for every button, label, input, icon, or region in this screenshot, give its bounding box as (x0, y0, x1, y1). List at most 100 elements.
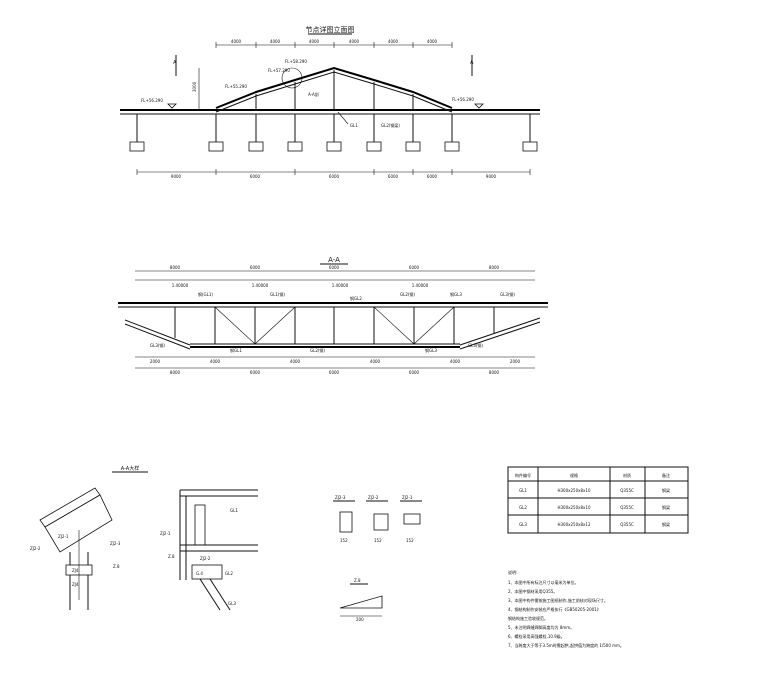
detail-left-label-4: ZJ4 (72, 568, 79, 573)
aa-top-dim-2: 6000 (250, 265, 261, 270)
aa-bottom-dim-5: 4000 (450, 359, 461, 364)
aa-top-dim2-2: 1.40000 (252, 283, 269, 288)
aa-bottom-dim-1: 2000 (150, 359, 161, 364)
table-header-3: 材质 (623, 472, 631, 478)
aa-label-top-1: 钢(GL1) (198, 291, 213, 297)
plate-label-3: ZJ2-1 (402, 495, 413, 500)
aa-top-dim-1: 8000 (170, 265, 181, 270)
aa-bottom-dim-4: 4000 (370, 359, 381, 364)
table-cell: H300x250x8x10 (557, 488, 590, 493)
detail-title: A-A大样 (121, 465, 139, 472)
elev-bottom-dim-1: 9000 (171, 174, 182, 179)
aa-label-top-2: GL1(钢) (270, 291, 285, 297)
detail-right-label-3: Z.8 (168, 554, 175, 559)
elev-right-label: FL+56.290 (452, 97, 474, 102)
aa-bottom-dim2-2: 6000 (250, 370, 261, 375)
table-cell: H300x250x8x12 (557, 522, 590, 527)
plate-z8-label: Z.8 (354, 578, 361, 583)
plate-dim-1: 152 (340, 538, 348, 543)
aa-label-bottom-2: 钢GL1 (230, 347, 242, 353)
table-cell: 钢梁 (662, 521, 670, 527)
elev-bottom-dim-4: 6000 (388, 174, 399, 179)
section-aa-verticals (174, 306, 495, 345)
aa-label-bottom-4: 钢GL3 (425, 347, 437, 353)
aa-top-dim2-1: 1.40000 (172, 283, 189, 288)
elev-bottom-dim-2: 6000 (250, 174, 261, 179)
elev-peak2-label: FL+57.290 (268, 68, 290, 73)
table-cell: GL2 (519, 505, 527, 510)
elev-left-label: FL+56.290 (141, 98, 163, 103)
section-aa-view: A-A 8000 6000 6000 6000 8000 1.40000 1.4… (118, 256, 548, 375)
plate-dim-3: 152 (406, 538, 414, 543)
elev-peak-label: FL+58.290 (285, 59, 307, 64)
aa-top-dim2-4: 1.40000 (412, 283, 429, 288)
elev-bottom-dim-3: 6000 (329, 174, 340, 179)
table-header-1: 构件编号 (515, 472, 531, 478)
notes-title: 说明: (508, 569, 517, 575)
elev-mid-left-label: FL+55.290 (225, 84, 247, 89)
elev-top-dim-4: 4000 (349, 39, 360, 44)
aa-bottom-dim2-1: 8000 (170, 370, 181, 375)
elevation-columns (129, 114, 538, 152)
aa-label-top-5: 钢GL3 (450, 291, 462, 297)
aa-bottom-dim2-5: 8000 (489, 370, 500, 375)
elevation-title: 节点详图立面图 (306, 25, 355, 34)
aa-bottom-dim2-3: 6000 (329, 370, 340, 375)
table-cell: H300x250x8x10 (557, 505, 590, 510)
plate-label-1: ZJ2-3 (335, 495, 346, 500)
table-cell: 钢梁 (662, 504, 670, 510)
detail-left-label-1: ZJ2-1 (58, 534, 69, 539)
member-table: 构件编号 规格 材质 备注 GL1 H300x250x8x10 Q355C 钢梁… (507, 466, 689, 534)
detail-right-label-7: GL3 (228, 601, 236, 606)
note-line: 钢结构施工验收规范。 (508, 615, 548, 621)
detail-right-label-1: GL1 (230, 508, 238, 513)
detail-left-label-3: ZJ2-3 (110, 541, 121, 546)
note-line: 1、本图中所有标注尺寸以毫米为单位。 (508, 579, 579, 585)
elev-top-dim-3: 4000 (309, 39, 320, 44)
aa-label-top-4: GL2(钢) (400, 291, 415, 297)
detail-right-label-5: G.4 (196, 571, 203, 576)
section-mark-right: A (470, 60, 474, 66)
plate-dim-2: 152 (374, 538, 382, 543)
detail-right-label-2: ZJ2-1 (160, 531, 171, 536)
aa-label-top-6: GL3(钢) (500, 291, 515, 297)
aa-bottom-dim2-4: 6000 (409, 370, 420, 375)
table-cell: Q355C (620, 488, 634, 493)
detail-left-label-2: ZJ2-2 (30, 546, 41, 551)
beam2-label: GL2(钢梁) (381, 122, 400, 128)
note-line: 6、螺栓采用高强螺栓,10.9级。 (508, 633, 565, 639)
elev-height-dim: 3000 (192, 81, 197, 92)
aa-bottom-dim-3: 4000 (290, 359, 301, 364)
note-line: 2、本图中钢材采用Q355。 (508, 588, 557, 594)
detail-callout-circle (281, 67, 303, 89)
elev-top-dim-2: 4000 (270, 39, 281, 44)
detail-left-label-6: ZJ4 (72, 582, 79, 587)
aa-top-dim-4: 6000 (409, 265, 420, 270)
aa-bottom-dim-6: 2000 (510, 359, 521, 364)
table-cell: Q355C (620, 522, 634, 527)
table-cell: 钢梁 (662, 487, 670, 493)
notes-block: 说明: 1、本图中所有标注尺寸以毫米为单位。 2、本图中钢材采用Q355。 3、… (508, 569, 624, 648)
aa-top-dim-3: 6000 (329, 265, 340, 270)
table-header-2: 规格 (570, 472, 578, 478)
beam1-label: GL1 (350, 123, 358, 128)
elev-top-dim-1: 4000 (231, 39, 242, 44)
callout-a-label: A-A剖 (308, 91, 319, 97)
aa-top-dim2-3: 1.40000 (332, 283, 349, 288)
aa-label-bottom-5: GL3(钢) (468, 342, 483, 348)
detail-right-label-4: ZJ2-2 (200, 556, 211, 561)
detail-right-label-6: GL2 (225, 571, 233, 576)
elev-top-dim-5: 4000 (388, 39, 399, 44)
note-line: 5、未注明焊缝焊脚高度均为 8mm。 (508, 624, 574, 630)
elev-top-dim-6: 4000 (427, 39, 438, 44)
plate-z8-dim: 200 (356, 617, 364, 622)
elev-bottom-dim-5: 6000 (427, 174, 438, 179)
table-cell: GL3 (519, 522, 527, 527)
aa-top-dim-5: 8000 (489, 265, 500, 270)
aa-bottom-dim-2: 4000 (210, 359, 221, 364)
table-cell: GL1 (519, 488, 527, 493)
aa-label-bottom-1: GL3(钢) (150, 342, 165, 348)
table-cell: Q355C (620, 505, 634, 510)
